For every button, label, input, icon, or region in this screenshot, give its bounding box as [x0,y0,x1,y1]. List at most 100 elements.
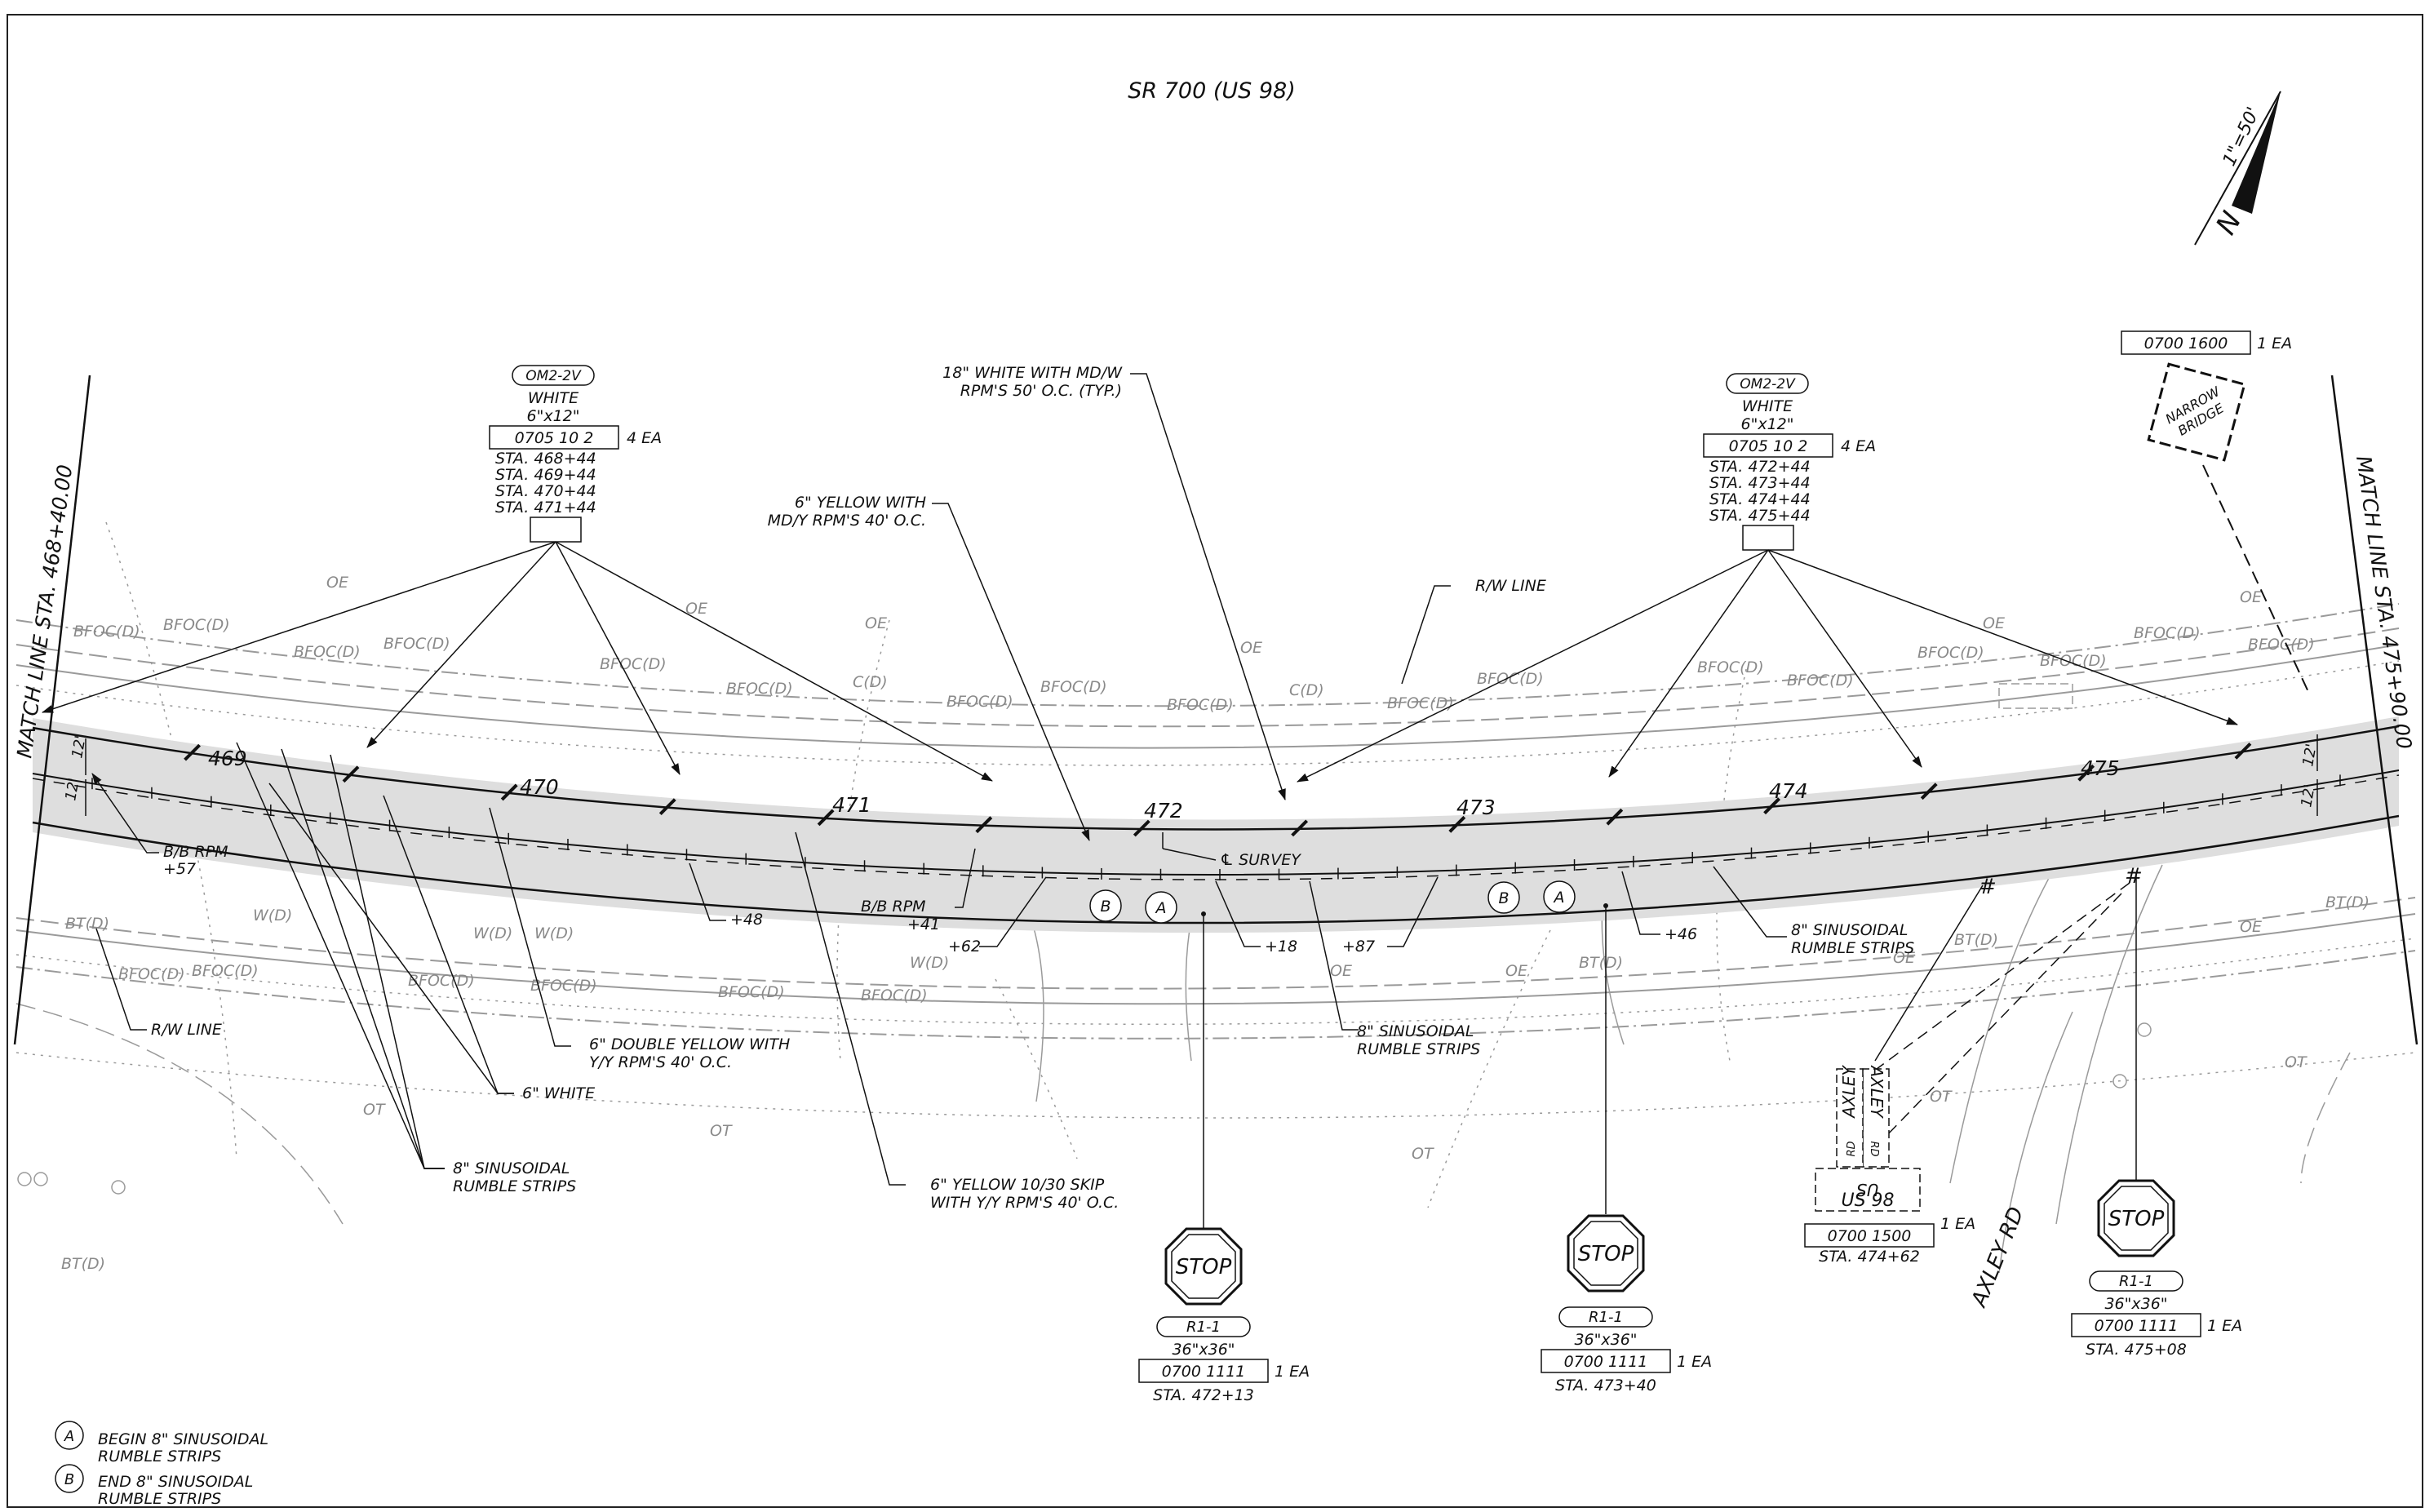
pay-item-box [1703,433,1833,458]
svg-text:BFOC(D): BFOC(D) [861,987,928,1004]
svg-text:OT: OT [710,1122,733,1140]
svg-text:US: US [1856,1180,1879,1199]
lane-width: 12' [62,777,83,802]
edge-line-north [32,725,2400,831]
callout-double-yellow: 6" DOUBLE YELLOW WITH [589,1035,790,1053]
bfoc-label: BFOC(D) [73,623,140,641]
callout-bb-rpm-57: B/B RPM [163,843,228,861]
svg-text:RUMBLE STRIPS: RUMBLE STRIPS [453,1177,576,1195]
svg-text:OE: OE [2240,588,2262,606]
stop-text: STOP [2108,1207,2165,1231]
sheet-border [7,14,2423,1508]
svg-text:W(D): W(D) [910,954,949,972]
om-color: WHITE [1742,397,1793,415]
legend-text: END 8" SINUSOIDAL [98,1473,253,1491]
om-tag-oval [512,365,595,386]
pay-qty: 1 EA [2257,335,2292,353]
rumble-tick [342,765,360,783]
svg-text:OT: OT [1412,1145,1434,1163]
north-arrow: N 1"=50' [2194,91,2281,246]
om-marker-icon [1742,525,1794,551]
rumble-tick [2234,742,2252,760]
stop-sign-1: STOP R1-1 36"x36" 0700 1111 1 EA STA. 47… [1138,1227,1310,1404]
svg-text:BFOC(D): BFOC(D) [726,680,793,698]
top-callouts [932,373,1451,841]
svg-text:MD/Y RPM'S 40' O.C.: MD/Y RPM'S 40' O.C. [768,512,926,530]
svg-text:RUMBLE STRIPS: RUMBLE STRIPS [1357,1040,1480,1058]
rumble-tick [184,743,201,761]
svg-text:A: A [1155,899,1167,917]
svg-text:A: A [64,1428,74,1445]
pay-qty: 1 EA [1275,1363,1310,1381]
svg-text:BFOC(D): BFOC(D) [163,616,230,634]
svg-text:+41: +41 [907,916,940,933]
om-station: STA. 473+44 [1709,474,1811,492]
svg-text:BFOC(D): BFOC(D) [192,962,259,980]
rumble-tick [817,809,835,827]
svg-text:A: A [1553,889,1565,907]
svg-text:BFOC(D): BFOC(D) [718,983,785,1001]
ot-label: OT [363,1101,386,1119]
bottom-callouts [91,742,2137,1228]
rumble-tick [975,816,993,834]
rumble-tick [1763,797,1780,815]
rumble-tick [500,783,518,801]
rumble-ticks-north [184,742,2252,837]
svg-text:BFOC(D): BFOC(D) [118,965,185,983]
svg-text:B: B [64,1471,74,1488]
callout-skip: 6" YELLOW 10/30 SKIP [930,1176,1105,1194]
svg-text:BFOC(D): BFOC(D) [1787,672,1854,689]
svg-text:W(D): W(D) [473,924,512,942]
route-sign [1815,1168,1921,1212]
stop-sign-icon [1567,1214,1645,1293]
marker-a-icon [1543,880,1576,913]
pay-item: 0705 10 2 [515,429,594,447]
svg-text:BFOC(D): BFOC(D) [294,643,361,661]
sign-tag: R1-1 [2119,1273,2153,1290]
svg-text:BFOC(D): BFOC(D) [2248,636,2315,654]
svg-text:BFOC(D): BFOC(D) [2040,652,2107,670]
svg-text:BFOC(D): BFOC(D) [1167,696,1234,714]
svg-text:BFOC(D): BFOC(D) [1040,678,1107,696]
svg-text:OE: OE [1983,614,2005,632]
om-station: STA. 468+44 [495,450,596,468]
svg-text:RUMBLE STRIPS: RUMBLE STRIPS [98,1490,221,1508]
station-label: 469 [208,747,247,770]
om-tag: OM2-2V [1740,376,1796,392]
sign-station: STA. 472+13 [1153,1386,1254,1404]
callout-plus62: +62 [948,938,981,956]
stop-text: STOP [1578,1242,1634,1266]
route-text: US 98 [1841,1191,1894,1211]
match-line-left: MATCH LINE STA. 468+40.00 [12,463,77,760]
om-size: 6"x12" [527,407,580,425]
svg-text:B: B [1100,898,1111,916]
legend: A BEGIN 8" SINUSOIDAL RUMBLE STRIPS B EN… [55,1421,268,1508]
om-station: STA. 470+44 [495,482,596,500]
lane-width: 12' [69,734,90,760]
svg-text:OE: OE [1893,949,1915,967]
bt-label: BT(D) [65,915,109,933]
marker-b-icon [1089,889,1122,922]
pay-item: 0700 1111 [1162,1363,1246,1381]
stop-sign-icon [1164,1227,1243,1306]
svg-text:AXLEY: AXLEY [1839,1065,1859,1120]
stop-sign-3: STOP R1-1 36"x36" 0700 1111 1 EA STA. 47… [2071,1179,2242,1359]
om-tag: OM2-2V [525,368,582,384]
pay-item-box [489,425,619,450]
svg-text:BFOC(D): BFOC(D) [1477,670,1544,688]
stop-text: STOP [1176,1255,1232,1279]
svg-text:OE: OE [1240,639,1262,657]
callout-rw-bottom: R/W LINE [151,1021,222,1039]
callout-plus46: +46 [1665,925,1697,943]
sheet-title: SR 700 (US 98) [1128,78,1296,104]
sign-tag: R1-1 [1589,1309,1623,1326]
svg-text:BT(D): BT(D) [2325,893,2370,911]
station-label: 470 [520,775,559,799]
svg-text:BFOC(D): BFOC(D) [530,977,597,995]
rumble-tick [658,798,676,816]
legend-b-icon [55,1464,84,1493]
svg-text:BFOC(D): BFOC(D) [947,693,1013,711]
survey-leader [1162,848,1217,861]
sign-tag: R1-1 [1186,1319,1221,1336]
